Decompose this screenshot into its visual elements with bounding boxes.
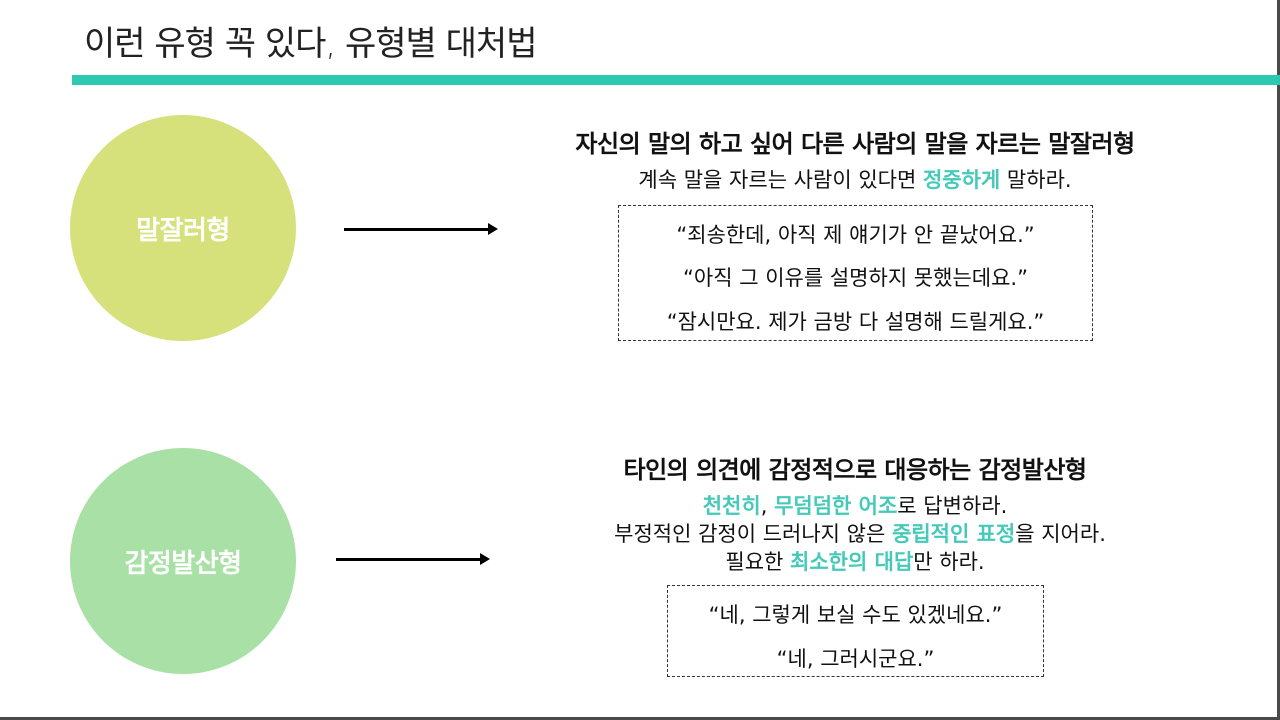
type1-heading: 자신의 말의 하고 싶어 다른 사람의 말을 자르는 말잘러형 xyxy=(575,130,1135,158)
type2-circle: 감정발산형 xyxy=(70,448,296,674)
slide-title: 이런 유형 꼭 있다, 유형별 대처법 xyxy=(84,24,537,64)
type2-line3-highlight: 최소한의 대답 xyxy=(790,550,914,574)
type2-line-3: 필요한 최소한의 대답만 하라. xyxy=(505,548,1205,576)
title-underline-bar xyxy=(72,75,1280,85)
type1-quote-box: “죄송한데, 아직 제 얘기가 안 끝났어요.” “아직 그 이유를 설명하지 … xyxy=(618,205,1093,341)
type1-circle-label: 말잘러형 xyxy=(136,215,230,246)
type2-line-1: 천천히, 무덤덤한 어조로 답변하라. xyxy=(505,492,1205,520)
type2-line3-text-end: 만 하라. xyxy=(913,550,985,574)
type2-quote-2: “네, 그러시군요.” xyxy=(776,647,935,671)
type2-line1-text: 로 답변하라. xyxy=(897,494,1008,518)
type1-circle: 말잘러형 xyxy=(70,115,296,341)
type2-quote-box: “네, 그렇게 보실 수도 있겠네요.” “네, 그러시군요.” xyxy=(667,585,1044,677)
type1-advice-text-end: 말하라. xyxy=(1000,168,1072,192)
type2-line1-separator: , xyxy=(760,494,775,518)
type1-advice: 계속 말을 자르는 사람이 있다면 정중하게 말하라. xyxy=(505,166,1205,194)
type2-line2-text-end: 을 지어라. xyxy=(1015,522,1106,546)
type2-line1-highlight-2: 무덤덤한 어조 xyxy=(774,494,898,518)
type2-line3-text: 필요한 xyxy=(725,550,791,574)
type2-line2-text: 부정적인 감정이 드러나지 않은 xyxy=(614,522,892,546)
type2-heading: 타인의 의견에 감정적으로 대응하는 감정발산형 xyxy=(623,456,1087,484)
type2-line2-highlight: 중립적인 표정 xyxy=(892,522,1016,546)
type2-circle-label: 감정발산형 xyxy=(124,548,242,579)
type1-quote-3: “잠시만요. 제가 금방 다 설명해 드릴게요.” xyxy=(666,310,1045,334)
type2-line-2: 부정적인 감정이 드러나지 않은 중립적인 표정을 지어라. xyxy=(505,520,1215,548)
type1-advice-highlight: 정중하게 xyxy=(922,168,1001,192)
type1-quote-2: “아직 그 이유를 설명하지 못했는데요.” xyxy=(683,266,1028,290)
type2-arrow xyxy=(336,553,490,565)
type1-quote-1: “죄송한데, 아직 제 얘기가 안 끝났어요.” xyxy=(676,223,1035,247)
type1-arrow xyxy=(344,223,498,235)
type1-advice-text: 계속 말을 자르는 사람이 있다면 xyxy=(638,168,923,192)
type2-quote-1: “네, 그렇게 보실 수도 있겠네요.” xyxy=(708,603,1003,627)
type2-line1-highlight-1: 천천히 xyxy=(702,494,761,518)
